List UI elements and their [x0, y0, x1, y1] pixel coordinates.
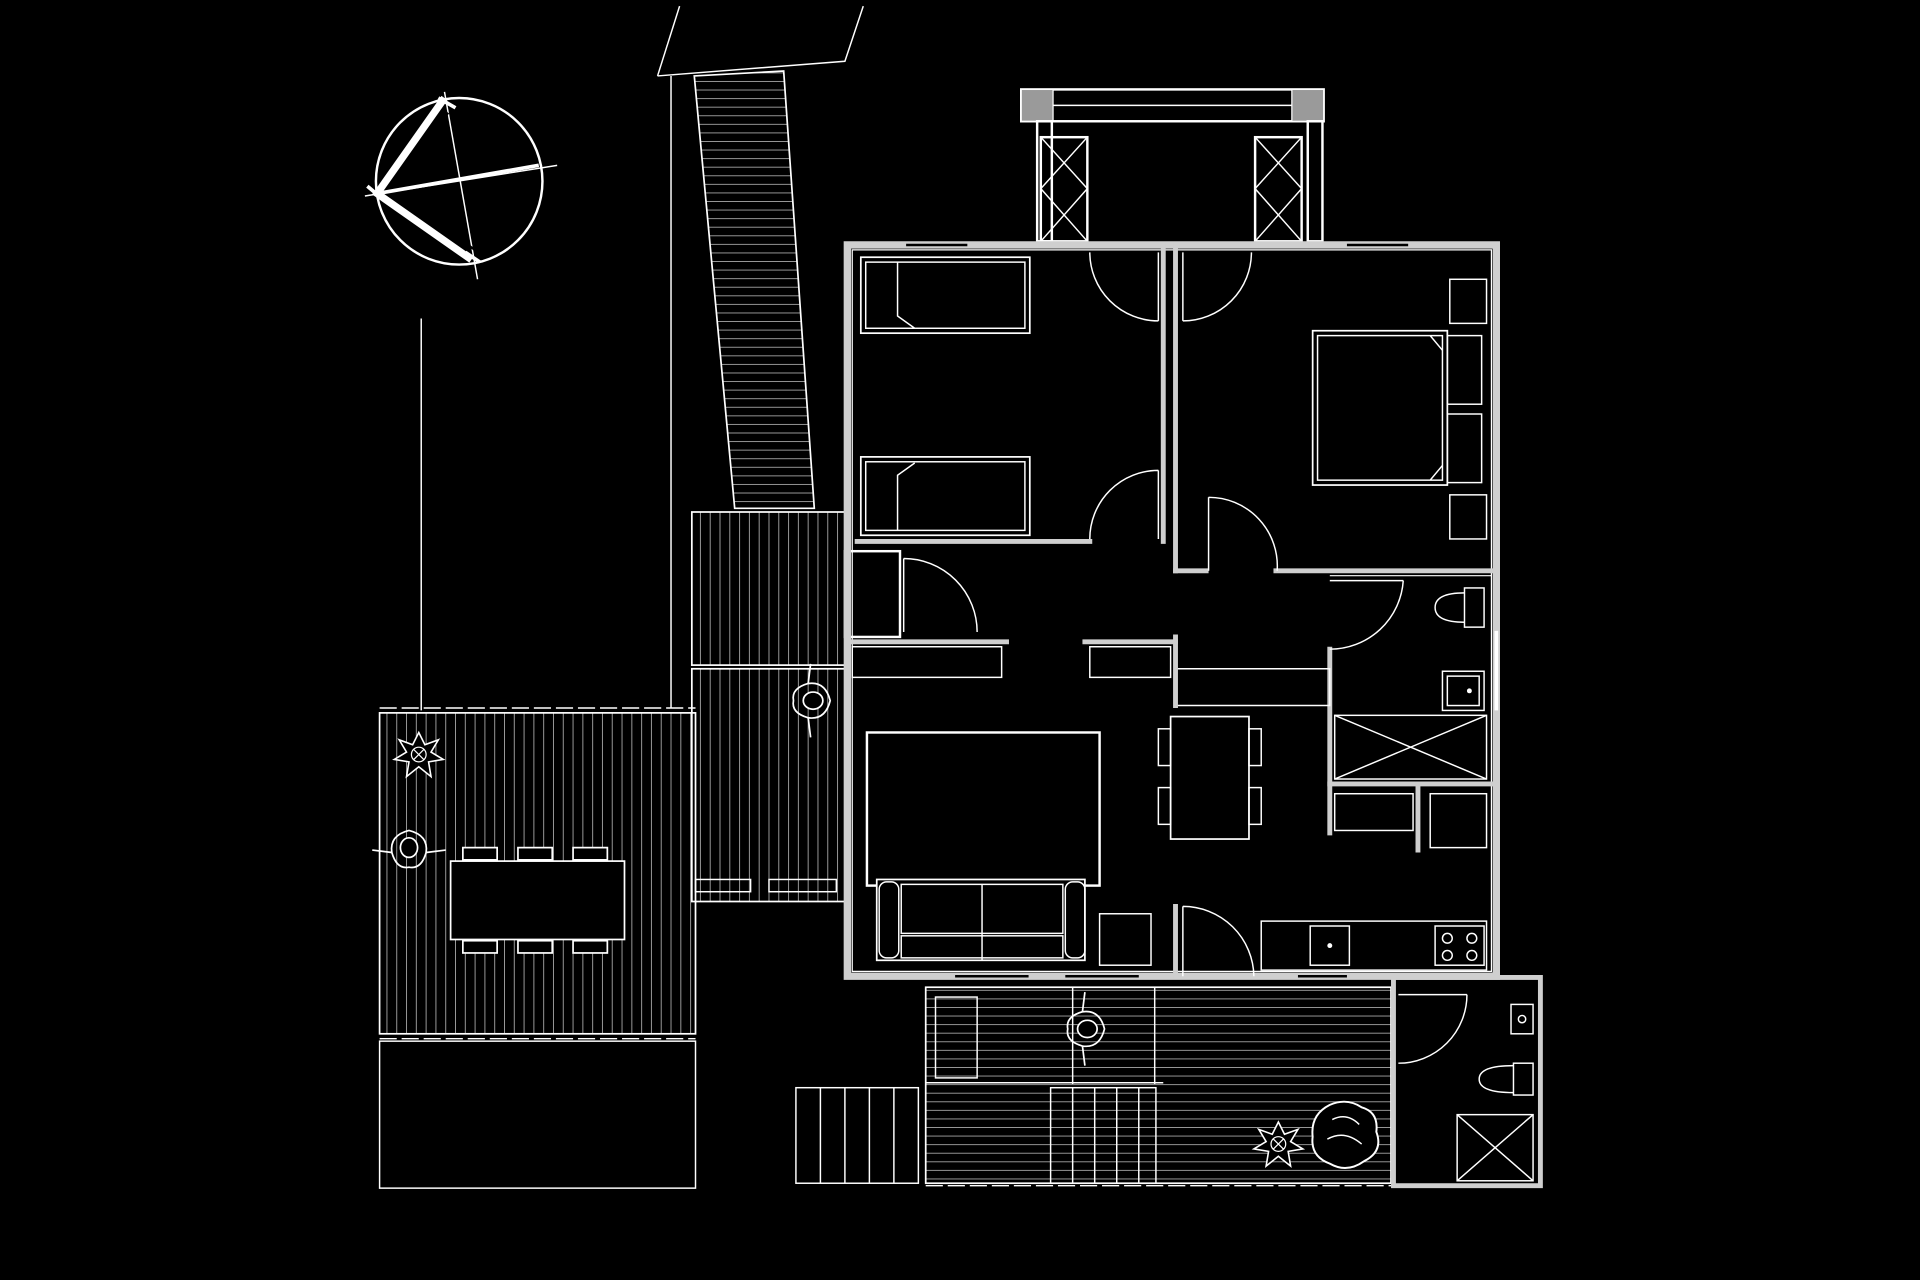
terrace-deck: [371, 707, 697, 1189]
side-table: [1098, 913, 1152, 966]
south-deck: [795, 986, 1392, 1187]
cabinet: [1333, 792, 1414, 832]
appliance: [1429, 792, 1488, 849]
doors: [902, 252, 1499, 1064]
vestibule: [843, 549, 902, 639]
sink-icon: [1510, 1003, 1534, 1035]
compass-icon: [364, 91, 558, 280]
walkway-deck: [690, 511, 846, 903]
south-bathroom: [1391, 975, 1543, 1189]
sink-icon: [1441, 670, 1485, 712]
sofa-icon: [875, 878, 1086, 962]
nightstand: [1449, 278, 1488, 325]
bed-icon: [859, 456, 1031, 537]
sink-icon: [1309, 925, 1351, 966]
plant-icon: [1311, 1100, 1380, 1169]
rug: [865, 731, 1101, 887]
toilet-icon: [1434, 587, 1485, 628]
stove-icon: [1434, 925, 1485, 966]
interior-walls: [849, 242, 1494, 979]
deck-stairs: [795, 1086, 1157, 1184]
exterior-stair: [693, 70, 816, 510]
windows: [906, 243, 1409, 978]
bed-icon: [859, 256, 1031, 335]
balcony: [1020, 88, 1325, 243]
bed-icon: [1311, 329, 1483, 486]
bench: [934, 996, 978, 1079]
toilet-icon: [1478, 1062, 1534, 1096]
site-boundary: [656, 5, 864, 708]
nightstand: [1449, 494, 1488, 540]
kitchen-counter: [1260, 920, 1488, 971]
shower: [1333, 714, 1488, 780]
dining-table: [1157, 715, 1262, 840]
